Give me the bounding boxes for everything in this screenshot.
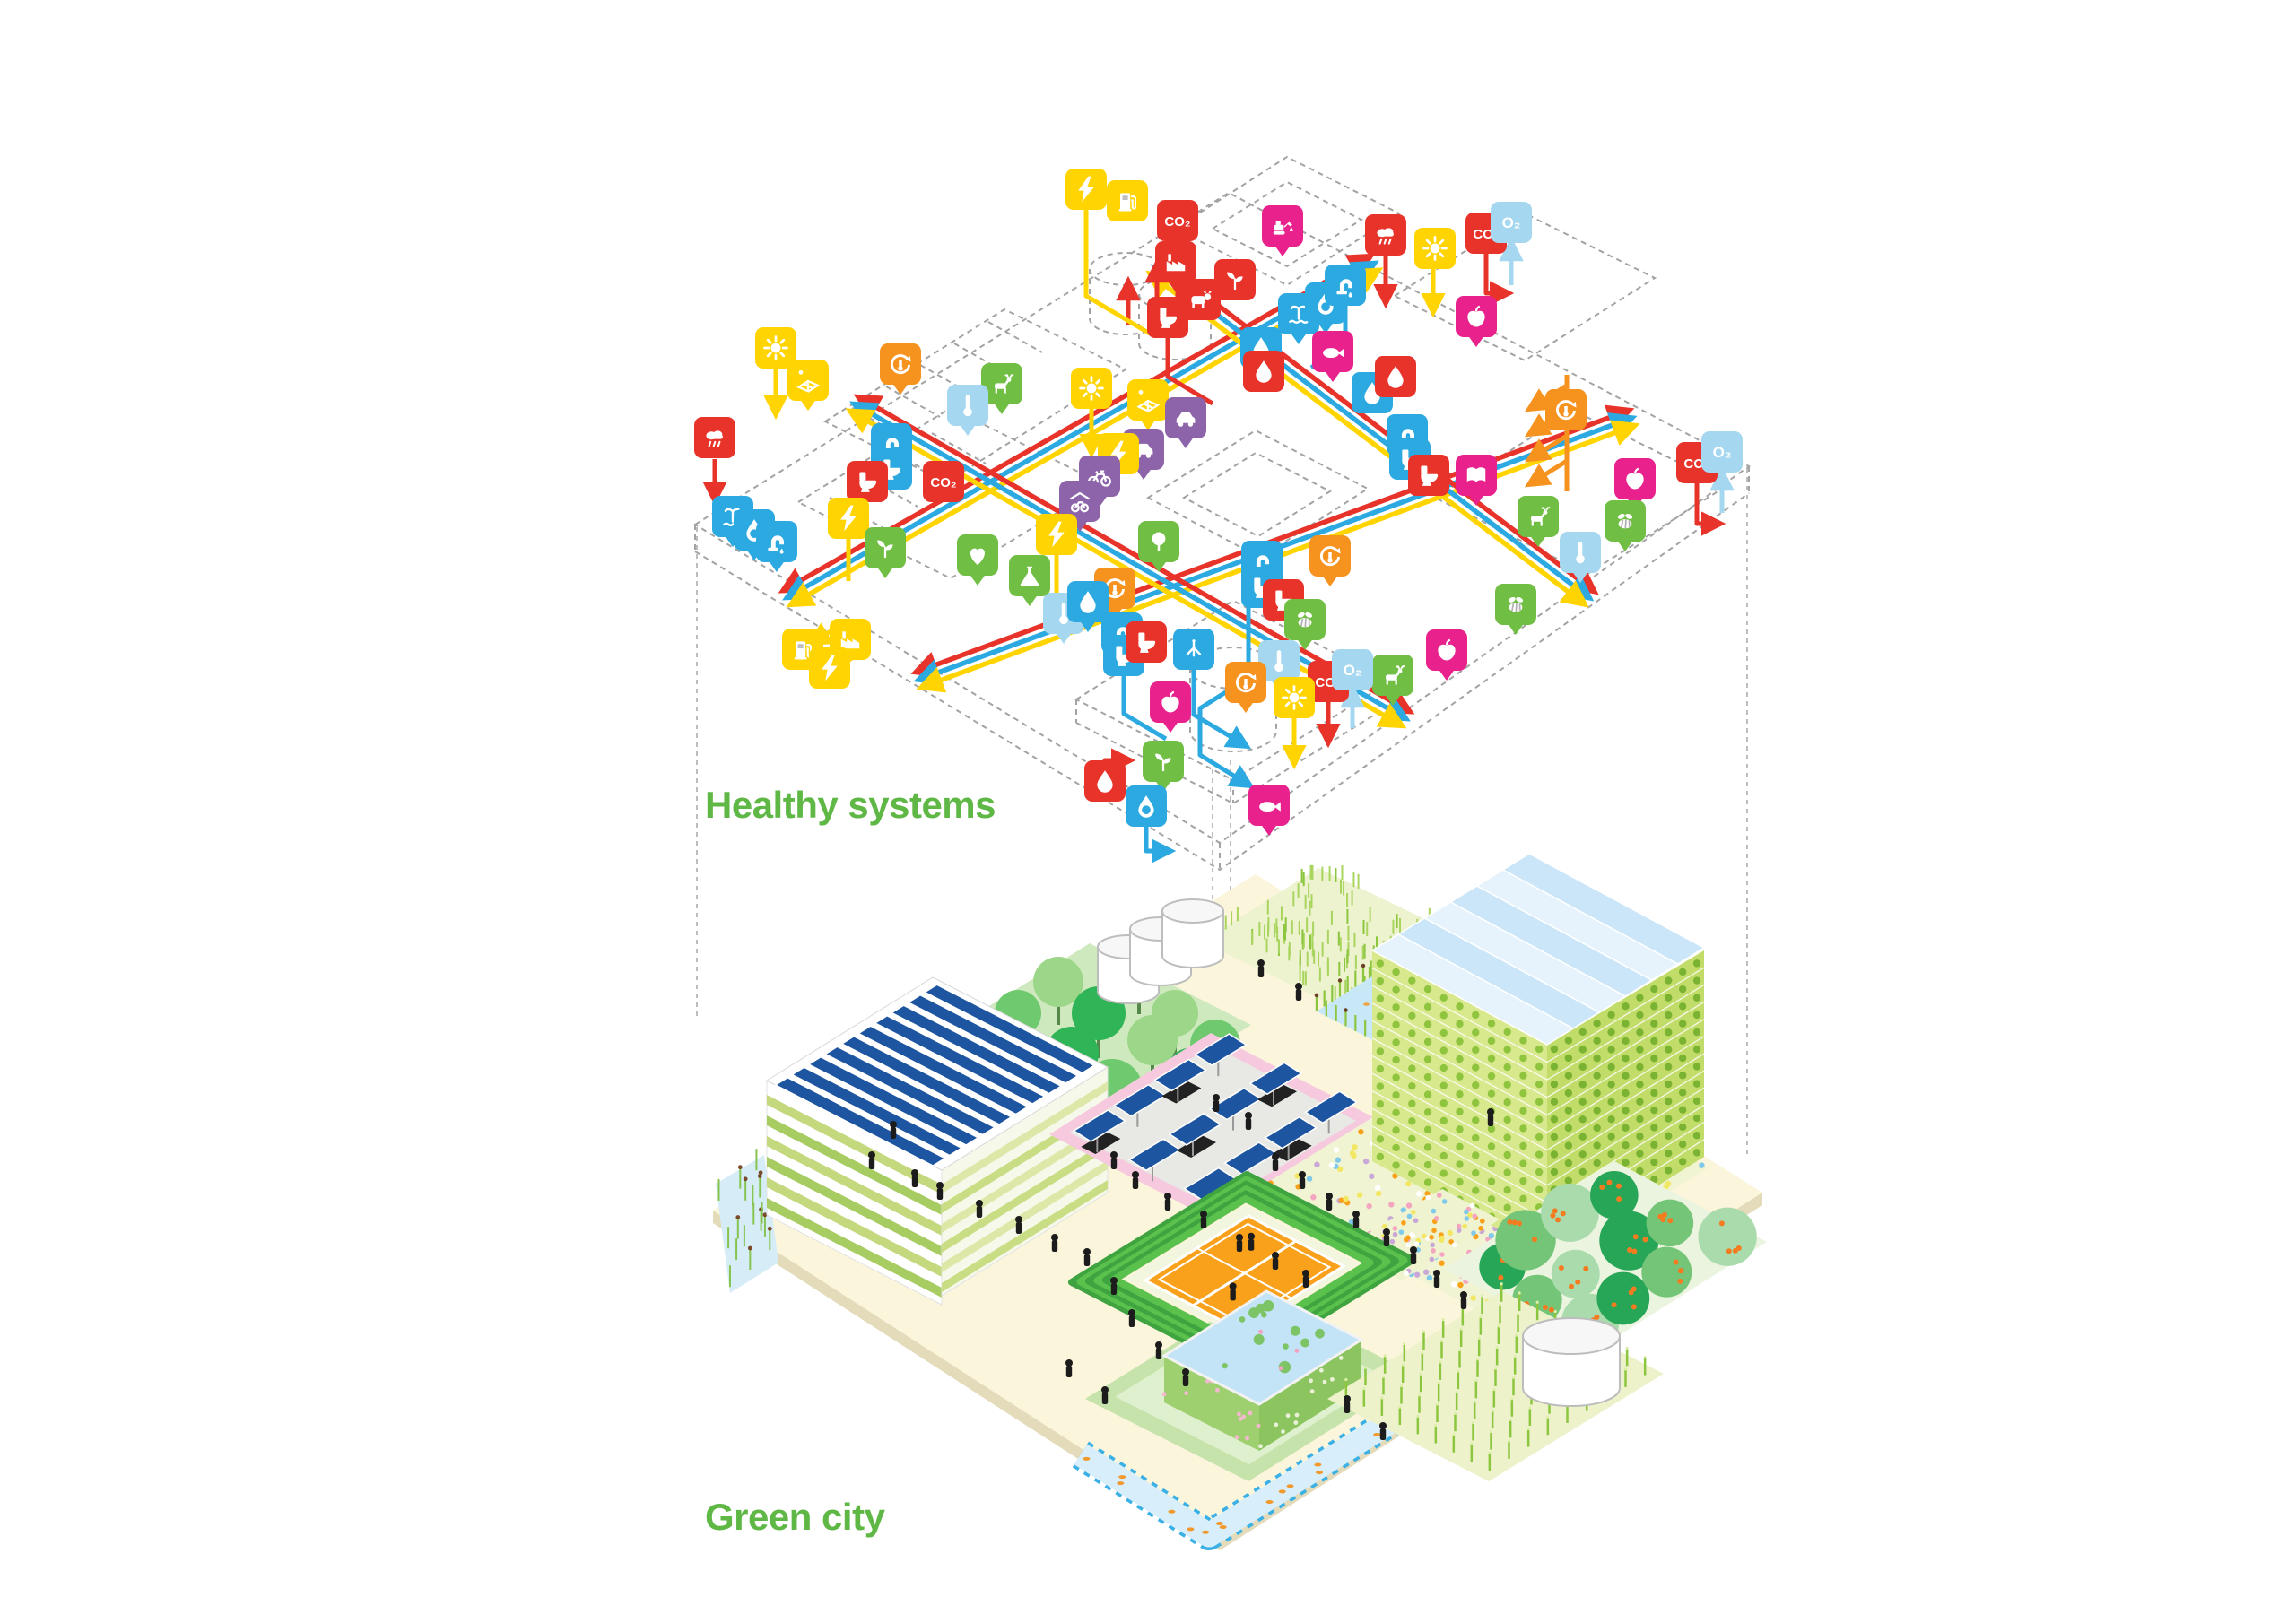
icon-hot-water bbox=[1375, 356, 1416, 397]
icon-sunlight bbox=[1414, 228, 1456, 269]
icon-rainfall bbox=[1365, 214, 1406, 256]
icon-heat-recovery bbox=[1225, 662, 1266, 713]
icon-urban-green bbox=[1138, 521, 1179, 572]
svg-text:CO₂: CO₂ bbox=[930, 475, 956, 490]
icon-local-food bbox=[1456, 296, 1497, 347]
icon-health bbox=[957, 534, 998, 586]
svg-text:O₂: O₂ bbox=[1502, 214, 1521, 231]
icon-pollinators bbox=[1605, 500, 1646, 551]
icon-sanitation bbox=[847, 461, 888, 502]
green-city-layer bbox=[713, 853, 1767, 1550]
icon-sunlight bbox=[1071, 368, 1112, 409]
icon-local-food bbox=[1426, 629, 1467, 681]
icon-water-distribution bbox=[1173, 629, 1214, 670]
icon-biodiversity bbox=[1372, 655, 1413, 706]
icon-urban-green bbox=[865, 527, 906, 578]
icon-education bbox=[1456, 455, 1497, 506]
icon-oxygen: O₂ bbox=[1332, 649, 1373, 690]
icon-drinking-water bbox=[1325, 265, 1366, 306]
icon-hot-water bbox=[1084, 760, 1126, 802]
icon-aquatic-life bbox=[1248, 785, 1290, 836]
label-healthy-systems: Healthy systems bbox=[705, 784, 996, 826]
icon-heat-recovery bbox=[1309, 535, 1351, 586]
icon-hot-water bbox=[1243, 351, 1284, 392]
icon-pollinators bbox=[1284, 599, 1326, 650]
icon-solar-energy bbox=[787, 360, 829, 411]
icon-heat-recovery bbox=[880, 343, 921, 395]
icon-local-food bbox=[1150, 681, 1191, 733]
icon-construction bbox=[1262, 205, 1303, 256]
icon-co2-emissions: CO₂ bbox=[1157, 200, 1198, 241]
icon-temperature bbox=[1560, 532, 1601, 583]
icon-sanitation bbox=[1126, 621, 1167, 663]
icon-rainwater bbox=[1067, 581, 1109, 632]
label-green-city: Green city bbox=[705, 1496, 885, 1538]
icon-sanitation bbox=[1147, 297, 1188, 338]
icon-aquatic-life bbox=[1312, 331, 1353, 382]
icon-livestock bbox=[1179, 279, 1221, 320]
icon-car-sharing bbox=[1165, 397, 1206, 448]
icon-urban-green bbox=[1143, 741, 1184, 792]
svg-text:O₂: O₂ bbox=[1713, 444, 1732, 461]
icon-electricity bbox=[809, 647, 850, 689]
icon-biodiversity bbox=[1518, 496, 1559, 547]
svg-text:CO₂: CO₂ bbox=[1164, 214, 1190, 230]
icon-electricity bbox=[1065, 169, 1107, 210]
icon-fuel-station bbox=[1107, 180, 1148, 221]
icon-water-recycling bbox=[1126, 785, 1167, 827]
icon-sunlight bbox=[755, 327, 796, 369]
icon-biodiversity bbox=[981, 363, 1022, 414]
icon-pollinators bbox=[1495, 584, 1536, 635]
icon-research bbox=[1009, 555, 1050, 606]
icon-solar-energy bbox=[1127, 379, 1169, 430]
icon-electricity bbox=[828, 498, 869, 539]
icon-rainfall bbox=[694, 417, 735, 458]
icon-sunlight bbox=[1274, 677, 1315, 718]
icon-oxygen: O₂ bbox=[1701, 431, 1743, 473]
icon-drinking-water bbox=[756, 521, 797, 572]
icon-co2-emissions: CO₂ bbox=[923, 461, 964, 502]
icon-oxygen: O₂ bbox=[1491, 202, 1532, 243]
icon-electricity bbox=[1036, 514, 1077, 555]
icon-heat-recovery bbox=[1545, 389, 1587, 430]
icon-temperature bbox=[947, 385, 988, 436]
icon-food-crops bbox=[1214, 259, 1256, 300]
icon-sanitation bbox=[1408, 455, 1449, 496]
icon-industry bbox=[1155, 241, 1196, 292]
svg-text:O₂: O₂ bbox=[1344, 662, 1362, 679]
